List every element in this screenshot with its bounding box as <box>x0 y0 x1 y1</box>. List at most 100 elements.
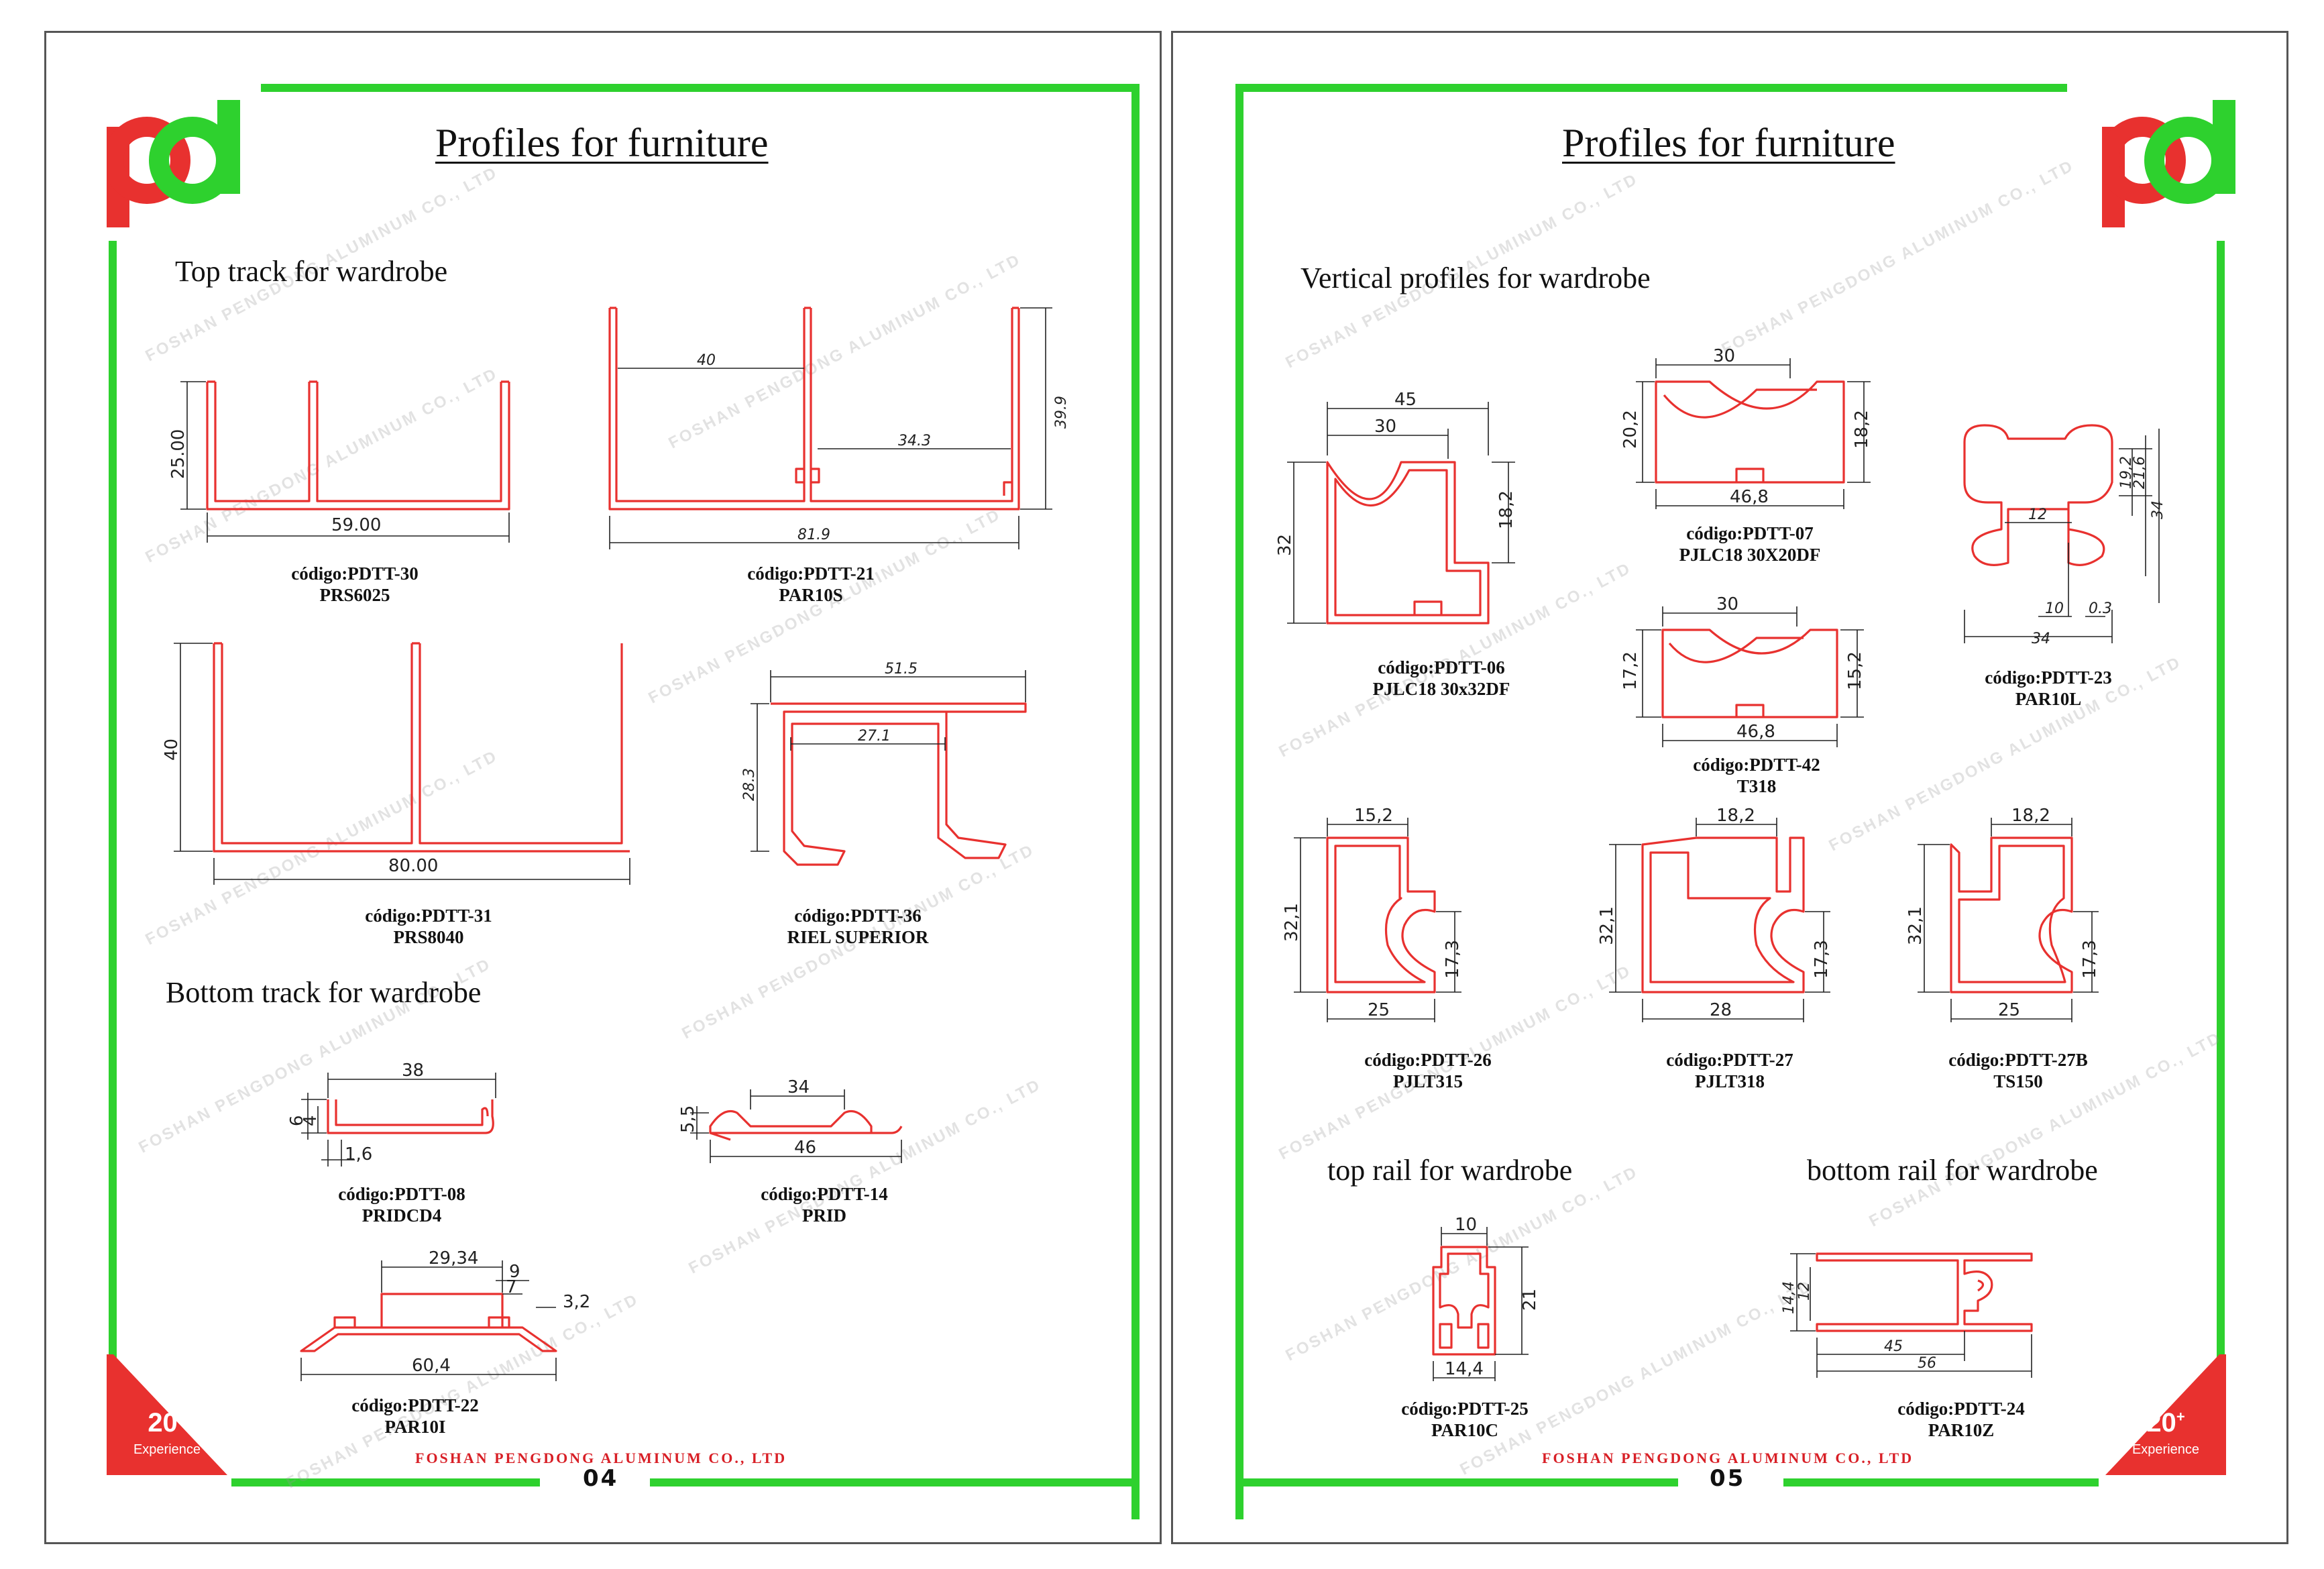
profile-caption: código:PDTT-08 PRIDCD4 <box>338 1183 465 1226</box>
dim-label: 21 <box>1520 1289 1540 1311</box>
profile-drawing-pdtt30: 25.00 59.00 <box>168 380 510 543</box>
profile-code: código:PDTT-30 <box>291 563 419 584</box>
badge-shape <box>2105 1354 2226 1475</box>
profile-code: código:PDTT-08 <box>338 1184 465 1204</box>
profile-caption: código:PDTT-07 PJLC18 30X20DF <box>1679 523 1821 565</box>
dim-label: 14,4 <box>1445 1359 1484 1379</box>
section-heading: bottom rail for wardrobe <box>1807 1154 2098 1187</box>
profile-name: PJLT318 <box>1694 1071 1765 1091</box>
profile-drawing-pdtt27b: 18,2 32,1 17,3 25 <box>1905 806 2100 1022</box>
profile-drawing-pdtt07: 30 20,2 18,2 46,8 <box>1620 346 1872 509</box>
footer-company: FOSHAN PENGDONG ALUMINUM CO., LTD <box>1542 1450 1914 1466</box>
dim-label: 10 <box>1455 1215 1477 1235</box>
profile-caption: código:PDTT-31 PRS8040 <box>365 905 492 948</box>
experience-badge: 20+ Experience <box>107 1354 227 1475</box>
profile-name: TS150 <box>1993 1071 2043 1091</box>
profile-name: PRS8040 <box>393 927 464 947</box>
profile-code: código:PDTT-27 <box>1666 1050 1793 1070</box>
profile-code: código:PDTT-22 <box>351 1395 479 1415</box>
catalog-page-right: Profiles for furniture FOSHAN PENGDONG A… <box>1171 31 2288 1544</box>
profile-caption: código:PDTT-27B TS150 <box>1948 1049 2088 1092</box>
dim-label: 34 <box>2150 500 2166 519</box>
dim-label: 32 <box>1275 534 1295 556</box>
dim-label: 25 <box>1368 1000 1390 1020</box>
section-heading: Bottom track for wardrobe <box>166 976 482 1009</box>
profile-drawing-pdtt27: 18,2 32,1 17,3 28 <box>1597 806 1832 1022</box>
dim-label: 25.00 <box>168 429 188 479</box>
dim-label: 46,8 <box>1730 487 1769 507</box>
dim-label: 0.3 <box>2089 600 2112 617</box>
dim-label: 10 <box>2045 600 2064 617</box>
dim-label: 27.1 <box>858 728 891 745</box>
frame-bar-bottom-right <box>650 1478 1140 1486</box>
dim-label: 32,1 <box>1597 906 1617 945</box>
frame-bar-bottom <box>1235 1478 1678 1486</box>
profile-name: PRIDCD4 <box>362 1205 442 1226</box>
dim-label: 15,2 <box>1845 651 1865 690</box>
profile-drawing-pdtt36: 51.5 27.1 28.3 <box>741 661 1027 866</box>
profile-drawing-pdtt08: 38 6 4 1,6 <box>287 1061 496 1167</box>
dim-label: 32,1 <box>1282 903 1302 942</box>
dim-label: 12 <box>2028 506 2047 523</box>
profile-code: código:PDTT-06 <box>1378 657 1505 678</box>
badge-text: Experience <box>2132 1442 2200 1457</box>
pd-logo <box>2102 100 2235 227</box>
profile-caption: código:PDTT-22 PAR10I <box>351 1395 479 1438</box>
profile-drawing-pdtt31: 40 80.00 <box>162 642 630 885</box>
profile-code: código:PDTT-14 <box>761 1184 888 1204</box>
dim-label: 28 <box>1710 1000 1732 1020</box>
dim-label: 17,2 <box>1620 651 1641 690</box>
dim-label: 1,6 <box>345 1144 372 1165</box>
dim-label: 17,3 <box>1812 940 1832 979</box>
profile-caption: código:PDTT-14 PRID <box>761 1183 888 1226</box>
profile-drawing-pdtt25: 10 21 14,4 <box>1432 1215 1540 1381</box>
profile-name: PJLC18 30X20DF <box>1679 545 1821 565</box>
page-title: Profiles for furniture <box>435 121 769 165</box>
dim-label: 7 <box>506 1277 517 1297</box>
profile-caption: código:PDTT-24 PAR10Z <box>1897 1398 2025 1441</box>
dim-label: 18,2 <box>1716 806 1755 826</box>
profile-code: código:PDTT-27B <box>1948 1050 2088 1070</box>
dim-label: 46,8 <box>1736 722 1775 742</box>
dim-label: 14,4 <box>1781 1281 1797 1314</box>
profile-code: código:PDTT-24 <box>1897 1399 2025 1419</box>
frame-bar-left <box>109 241 117 1381</box>
dim-label: 51.5 <box>885 661 918 678</box>
profile-code: código:PDTT-42 <box>1693 755 1820 775</box>
profile-name: PAR10S <box>779 585 843 605</box>
profile-drawing-pdtt21: 40 34.3 39.9 81.9 <box>608 307 1070 549</box>
frame-bar-bottom-right <box>1783 1478 2099 1486</box>
dim-label: 30 <box>1713 346 1735 366</box>
frame-bar-bottom <box>231 1478 540 1486</box>
frame-bar-top <box>1235 84 2067 92</box>
section-heading: top rail for wardrobe <box>1327 1154 1573 1187</box>
profile-caption: código:PDTT-26 PJLT315 <box>1364 1049 1492 1092</box>
frame-bar-top <box>261 84 1140 92</box>
profile-caption: código:PDTT-42 T318 <box>1693 754 1820 797</box>
dim-label: 30 <box>1374 417 1396 437</box>
frame-bar-left <box>1235 84 1243 1519</box>
dim-label: 17,3 <box>2080 940 2100 979</box>
profile-drawing-pdtt26: 15,2 32,1 17,3 25 <box>1282 806 1463 1022</box>
badge-years: 20+ <box>2146 1408 2185 1438</box>
dim-label: 40 <box>697 352 716 369</box>
dim-label: 18,2 <box>2011 806 2050 826</box>
profile-code: código:PDTT-07 <box>1686 523 1814 543</box>
dim-label: 3,2 <box>563 1292 590 1312</box>
profile-drawing-pdtt06: 45 30 32 18,2 <box>1275 390 1516 625</box>
dim-label: 34 <box>2032 631 2050 647</box>
profile-name: PAR10L <box>2015 689 2082 709</box>
dim-label: 45 <box>1884 1338 1903 1355</box>
dim-label: 38 <box>402 1061 424 1081</box>
dim-label: 80.00 <box>388 856 438 876</box>
dim-label: 19,2 <box>2118 456 2135 489</box>
dim-label: 18,2 <box>1852 410 1872 449</box>
dim-label: 30 <box>1716 594 1738 614</box>
section-heading: Top track for wardrobe <box>175 255 448 288</box>
profile-caption: código:PDTT-21 PAR10S <box>747 563 875 606</box>
profile-caption: código:PDTT-30 PRS6025 <box>291 563 419 606</box>
badge-shape <box>107 1354 227 1475</box>
dim-label: 18,2 <box>1496 490 1516 529</box>
profile-name: PAR10C <box>1431 1420 1498 1440</box>
profile-caption: código:PDTT-23 PAR10L <box>1985 667 2112 710</box>
